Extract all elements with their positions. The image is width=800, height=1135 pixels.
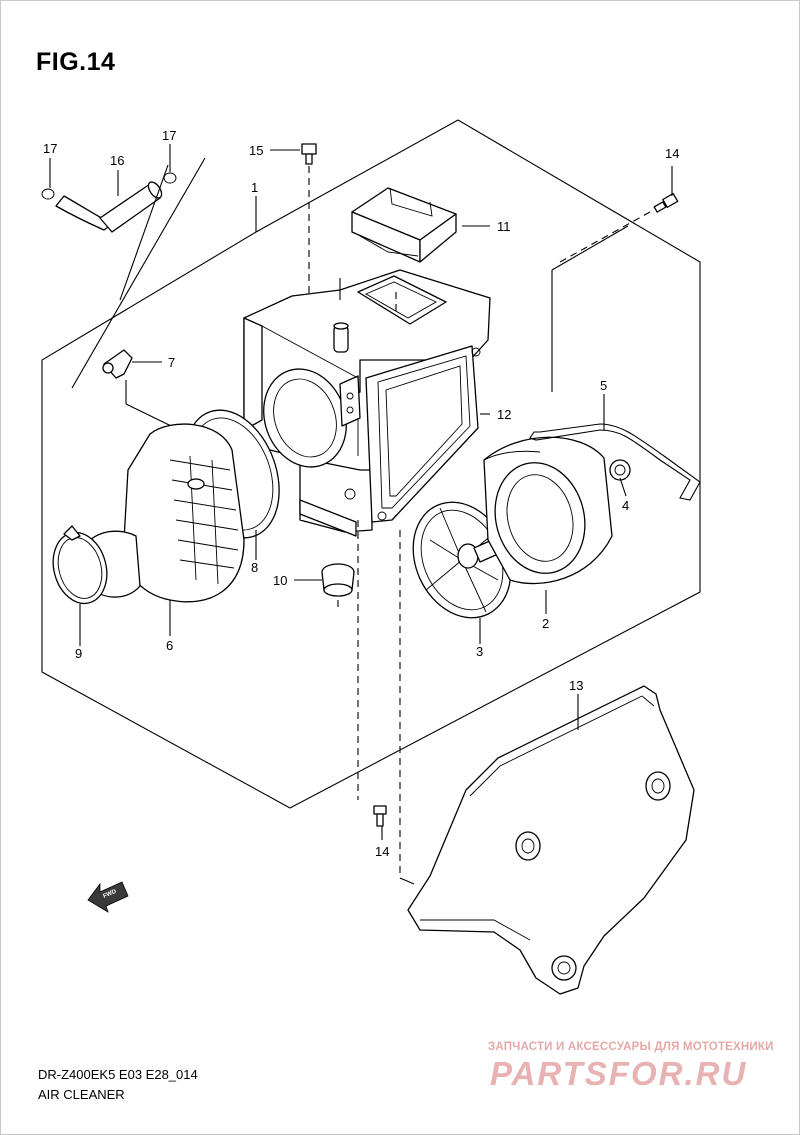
part-label-7: 7 [168, 355, 175, 370]
part-label-14-top: 14 [665, 146, 679, 161]
clamp-9 [52, 525, 108, 605]
assembly-boundary [41, 119, 701, 809]
fwd-direction-marker: FWD [87, 881, 129, 913]
part-label-4: 4 [622, 498, 629, 513]
side-cover-13 [407, 685, 695, 995]
part-labels: 1 2 3 4 5 6 7 8 9 10 11 12 13 14 14 15 1… [43, 128, 679, 859]
part-label-6: 6 [166, 638, 173, 653]
part-label-17-left: 17 [43, 141, 57, 156]
part-label-2: 2 [542, 616, 549, 631]
bolt-14-lower [357, 520, 415, 885]
part-label-8: 8 [251, 560, 258, 575]
leader-lines [49, 144, 673, 840]
watermark-logo: PARTSFOR.RU [490, 1055, 748, 1092]
model-code: DR-Z400EK5 E03 E28_014 [38, 1067, 198, 1082]
seal-12 [365, 345, 481, 523]
breather-hose [41, 172, 177, 233]
part-label-13: 13 [569, 678, 583, 693]
part-label-11: 11 [497, 219, 511, 234]
part-label-17-right: 17 [162, 128, 176, 143]
air-cleaner-case [243, 269, 491, 537]
part-label-1: 1 [251, 180, 258, 195]
inlet-tube-6 [87, 423, 245, 603]
bolt-14-top [559, 192, 679, 263]
part-label-3: 3 [476, 644, 483, 659]
part-label-15: 15 [249, 143, 263, 158]
fitting-7 [102, 349, 201, 441]
bolt-15 [301, 143, 317, 300]
part-label-16: 16 [110, 153, 124, 168]
part-label-5: 5 [600, 378, 607, 393]
part-label-10: 10 [273, 573, 287, 588]
section-name: AIR CLEANER [38, 1087, 125, 1102]
filter-element-2 [483, 436, 613, 585]
hose-guide-lines [71, 157, 206, 389]
fwd-label: FWD [102, 889, 118, 900]
cover-plate-11 [351, 187, 457, 263]
part-label-14-lower: 14 [375, 844, 389, 859]
part-label-12: 12 [497, 407, 511, 422]
figure-title: FIG.14 [36, 48, 116, 76]
part-label-9: 9 [75, 646, 82, 661]
watermark-tagline: ЗАПЧАСТИ И АКСЕССУАРЫ ДЛЯ МОТОТЕХНИКИ [488, 1041, 774, 1053]
grommet-4 [609, 459, 631, 481]
drain-sleeve-10 [321, 563, 355, 610]
spring-clip-5 [529, 423, 701, 501]
